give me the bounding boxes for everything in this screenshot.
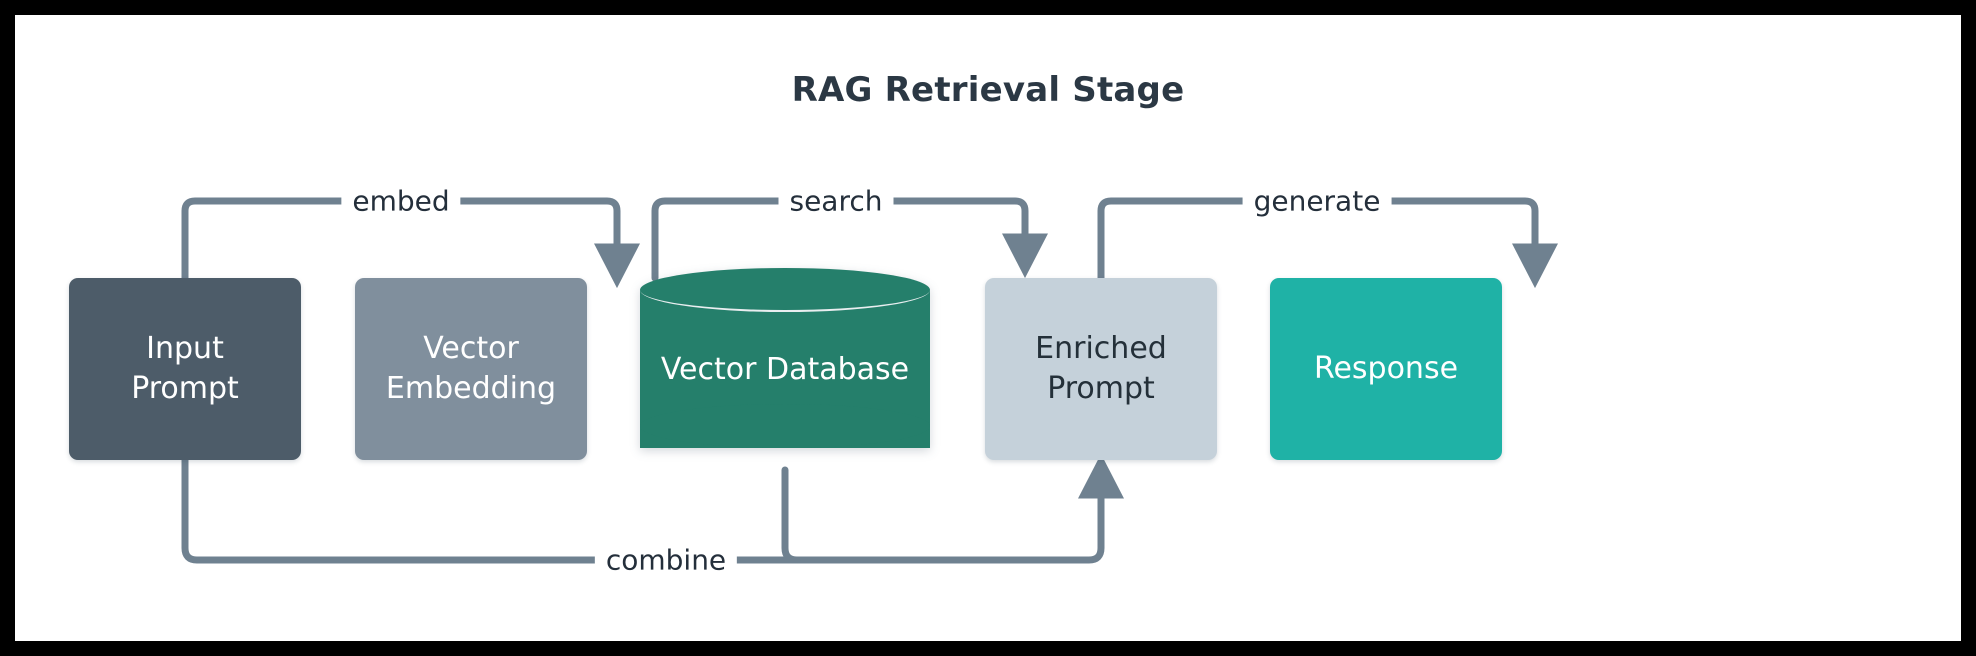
node-enriched-prompt[interactable]: Enriched Prompt: [985, 278, 1217, 460]
cylinder-bottom: [640, 404, 930, 448]
diagram-frame: RAG Retrieval Stage Input Prompt Vector …: [15, 15, 1961, 641]
edge-label-generate: generate: [1242, 184, 1392, 218]
node-vector-embedding[interactable]: Vector Embedding: [355, 278, 587, 460]
page-title: RAG Retrieval Stage: [791, 70, 1185, 110]
node-vector-database[interactable]: Vector Database: [640, 268, 930, 470]
node-response[interactable]: Response: [1270, 278, 1502, 460]
node-input-prompt[interactable]: Input Prompt: [69, 278, 301, 460]
diagram-canvas: RAG Retrieval Stage Input Prompt Vector …: [15, 15, 1961, 641]
edge-label-embed: embed: [341, 184, 461, 218]
edge-path-database-to-combine: [781, 466, 801, 564]
edge-label-search: search: [778, 184, 894, 218]
node-vector-database-label: Vector Database: [660, 351, 910, 387]
edge-label-combine: combine: [594, 543, 738, 577]
cylinder-top: [640, 268, 930, 312]
